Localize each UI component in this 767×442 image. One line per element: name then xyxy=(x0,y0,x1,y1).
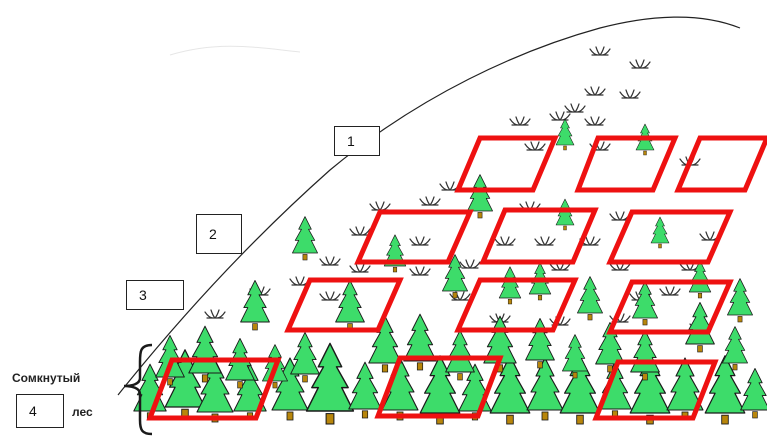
shrub-icon xyxy=(565,104,585,112)
tree-icon xyxy=(446,330,475,380)
shrub-icon xyxy=(620,90,640,98)
sample-plot-frame xyxy=(578,138,675,190)
shrub-icon xyxy=(585,87,605,95)
tree-icon xyxy=(741,368,767,418)
tree-icon xyxy=(632,282,657,325)
sample-plot-frame xyxy=(483,210,595,262)
tree-icon xyxy=(241,280,270,330)
tree-icon xyxy=(651,217,669,248)
shrub-icon xyxy=(320,292,340,300)
closed-forest-caption-line2: лес xyxy=(72,405,93,419)
zone-4-label: 4 xyxy=(16,394,64,428)
tree-icon xyxy=(292,217,317,260)
shrub-icon xyxy=(585,117,605,125)
sample-plot-frame xyxy=(610,282,730,332)
shrub-icon xyxy=(420,197,440,205)
tree-icon xyxy=(336,280,365,330)
shrub-icon xyxy=(495,237,515,245)
tree-icon xyxy=(526,318,555,368)
shrub-icon xyxy=(320,257,340,265)
shrub-icon xyxy=(410,237,430,245)
shrub-icon xyxy=(410,267,430,275)
zone-1-label: 1 xyxy=(334,126,380,156)
shrub-icon xyxy=(535,237,555,245)
shrub-icon xyxy=(660,287,680,295)
tree-icon xyxy=(384,235,406,272)
shrub-icon xyxy=(525,142,545,150)
zone-2-label: 2 xyxy=(196,214,242,254)
tree-icon xyxy=(404,314,436,370)
shrub-icon xyxy=(205,310,225,318)
shrub-icon xyxy=(370,202,390,210)
snow-cap-outline xyxy=(170,46,300,55)
sample-plot-frame xyxy=(358,212,470,262)
sample-plot-frame xyxy=(458,138,555,190)
tree-icon xyxy=(349,362,381,418)
closed-forest-caption-line1: Сомкнутый xyxy=(12,371,80,385)
tree-icon xyxy=(556,199,574,230)
tree-icon xyxy=(577,277,602,320)
shrub-icon xyxy=(460,260,480,268)
shrub-icon xyxy=(350,227,370,235)
shrub-icon xyxy=(550,112,570,120)
shrub-icon xyxy=(510,117,530,125)
tree-icon xyxy=(556,119,574,150)
shrub-icon xyxy=(350,264,370,272)
zone-3-label: 3 xyxy=(126,280,184,310)
sample-plot-frame xyxy=(678,138,767,190)
shrub-icon xyxy=(590,47,610,55)
tree-icon xyxy=(527,358,563,420)
tree-icon xyxy=(499,267,521,304)
shrub-icon xyxy=(630,60,650,68)
